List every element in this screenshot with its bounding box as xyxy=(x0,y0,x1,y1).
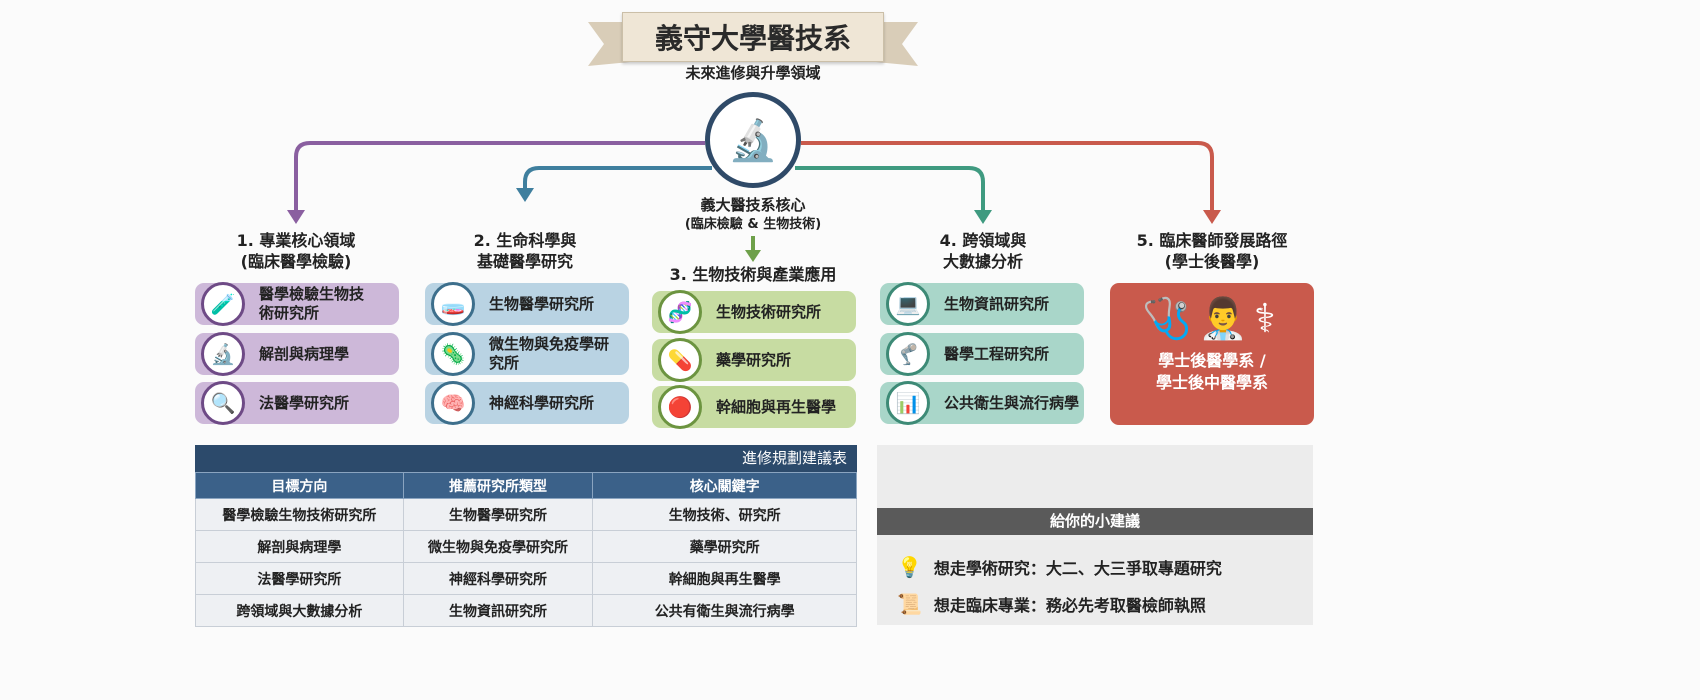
brain-icon: 🧠 xyxy=(431,381,475,425)
table-row: 跨領域與大數據分析生物資訊研究所公共有衛生與流行病學 xyxy=(195,594,857,627)
bioreactor-dna-icon: 🧬 xyxy=(658,290,702,334)
card-forensic[interactable]: 🔍 法醫學研究所 xyxy=(195,381,399,425)
test-tube-icon: 🧪 xyxy=(201,282,245,326)
card-label: 解剖與病理學 xyxy=(259,344,350,363)
card-label: 藥學研究所 xyxy=(716,350,792,369)
card-label: 神經科學研究所 xyxy=(489,393,595,412)
column-header: 目標方向 xyxy=(195,472,404,499)
stethoscope-doctor-caduceus-icon: 🩺👨‍⚕️⚕ xyxy=(1142,296,1282,342)
computer-database-icon: 💻 xyxy=(886,282,930,326)
table-cell: 生物資訊研究所 xyxy=(402,594,594,627)
table-cell: 法醫學研究所 xyxy=(195,562,404,595)
card-microbiology-immunology[interactable]: 🦠 微生物與免疫學研究所 xyxy=(425,332,629,376)
card-public-health[interactable]: 📊 公共衛生與流行病學 xyxy=(880,381,1084,425)
table-caption: 進修規劃建議表 xyxy=(195,445,857,472)
table-cell: 跨領域與大數據分析 xyxy=(195,594,404,627)
table-cell: 公共有衛生與流行病學 xyxy=(592,594,857,627)
card-label: 公共衛生與流行病學 xyxy=(944,393,1080,412)
stem-cell-icon: 🔴 xyxy=(658,385,702,429)
card-label: 醫學工程研究所 xyxy=(944,344,1050,363)
arrow-purple xyxy=(287,210,305,224)
card-label: 生物醫學研究所 xyxy=(489,294,595,313)
card-anatomy-pathology[interactable]: 🔬 解剖與病理學 xyxy=(195,332,399,376)
table-header-row: 目標方向 推薦研究所類型 核心關鍵字 xyxy=(195,472,857,499)
card-label: 醫學檢驗生物技術研究所 xyxy=(259,285,365,322)
column-5-heading: 5. 臨床醫師發展路徑(學士後醫學) xyxy=(1136,231,1288,271)
table-cell: 生物技術、研究所 xyxy=(592,498,857,531)
card-bioinformatics[interactable]: 💻 生物資訊研究所 xyxy=(880,282,1084,326)
tips-title: 給你的小建議 xyxy=(877,508,1313,535)
table-cell: 解剖與病理學 xyxy=(195,530,404,563)
connector-red xyxy=(801,141,1214,212)
card-neuroscience[interactable]: 🧠 神經科學研究所 xyxy=(425,381,629,425)
column-header: 核心關鍵字 xyxy=(592,472,857,499)
card-label: 法醫學研究所 xyxy=(259,393,350,412)
table-cell: 神經科學研究所 xyxy=(402,562,594,595)
column-3-heading: 3. 生物技術與產業應用 xyxy=(669,265,837,284)
microscope-dna-icon: 🔬 xyxy=(705,92,801,188)
card-stem-cell[interactable]: 🔴 幹細胞與再生醫學 xyxy=(652,385,856,429)
table-row: 解剖與病理學微生物與免疫學研究所藥學研究所 xyxy=(195,530,857,563)
medical-device-icon: 🦿 xyxy=(886,332,930,376)
page-title: 義守大學醫技系 xyxy=(622,12,884,62)
card-label: 微生物與免疫學研究所 xyxy=(489,335,610,372)
card-label: 生物資訊研究所 xyxy=(944,294,1050,313)
tip-text: 想走臨床專業：務必先考取醫檢師執照 xyxy=(933,596,1206,615)
column-1-heading: 1. 專業核心領域(臨床醫學檢驗) xyxy=(236,231,356,271)
connector-teal xyxy=(795,166,985,212)
tips-panel: 給你的小建議 💡 想走學術研究：大二、大三爭取專題研究 📜 想走臨床專業：務必先考取… xyxy=(877,445,1313,625)
cell-molecule-icon: 🧫 xyxy=(431,282,475,326)
column-header: 推薦研究所類型 xyxy=(402,472,594,499)
lightbulb-icon: 💡 xyxy=(897,555,922,579)
ribbon xyxy=(876,22,918,66)
table-cell: 生物醫學研究所 xyxy=(402,498,594,531)
card-pharmacy[interactable]: 💊 藥學研究所 xyxy=(652,338,856,382)
certificate-icon: 📜 xyxy=(897,592,922,616)
microscope-icon: 🔬 xyxy=(201,332,245,376)
hub-label-subtitle: (臨床檢驗 & 生物技術) xyxy=(684,217,822,232)
hub-label: 義大醫技系核心 (臨床檢驗 & 生物技術) xyxy=(633,196,873,234)
study-plan-table: 進修規劃建議表 目標方向 推薦研究所類型 核心關鍵字 醫學檢驗生物技術研究所生物… xyxy=(195,445,857,627)
card-biotechnology[interactable]: 🧬 生物技術研究所 xyxy=(652,290,856,334)
arrow-teal xyxy=(974,210,992,224)
tip-item: 💡 想走學術研究：大二、大三爭取專題研究 xyxy=(897,555,1222,579)
tip-item: 📜 想走臨床專業：務必先考取醫檢師執照 xyxy=(897,592,1206,616)
arrow-red xyxy=(1203,210,1221,224)
card-medical-lab-biotech[interactable]: 🧪 醫學檢驗生物技術研究所 xyxy=(195,282,399,326)
tip-text: 想走學術研究：大二、大三爭取專題研究 xyxy=(933,559,1222,578)
card-label: 生物技術研究所 xyxy=(716,302,822,321)
connector-blue xyxy=(523,166,712,190)
virus-antibody-icon: 🦠 xyxy=(431,332,475,376)
table-cell: 幹細胞與再生醫學 xyxy=(592,562,857,595)
arrow-green xyxy=(745,250,761,262)
table-cell: 藥學研究所 xyxy=(592,530,857,563)
card-post-bacc-medicine[interactable]: 🩺👨‍⚕️⚕ 學士後醫學系 /學士後中醫學系 xyxy=(1110,283,1314,425)
card-biomedical[interactable]: 🧫 生物醫學研究所 xyxy=(425,282,629,326)
connector-purple xyxy=(294,141,705,212)
column-2-heading: 2. 生命科學與基礎醫學研究 xyxy=(473,231,577,271)
table-cell: 醫學檢驗生物技術研究所 xyxy=(195,498,404,531)
table-cell: 微生物與免疫學研究所 xyxy=(402,530,594,563)
chart-globe-icon: 📊 xyxy=(886,381,930,425)
hub-label-title: 義大醫技系核心 xyxy=(700,196,806,214)
card-label: 幹細胞與再生醫學 xyxy=(716,397,837,416)
arrow-blue xyxy=(516,188,534,202)
table-row: 法醫學研究所神經科學研究所幹細胞與再生醫學 xyxy=(195,562,857,595)
card-label: 學士後醫學系 /學士後中醫學系 xyxy=(1155,351,1268,392)
page-subtitle: 未來進修與升學領域 xyxy=(685,64,821,82)
medicine-bottle-icon: 💊 xyxy=(658,338,702,382)
table-row: 醫學檢驗生物技術研究所生物醫學研究所生物技術、研究所 xyxy=(195,498,857,531)
column-4-heading: 4. 跨領域與大數據分析 xyxy=(939,231,1027,271)
fingerprint-icon: 🔍 xyxy=(201,381,245,425)
ribbon xyxy=(588,22,630,66)
card-biomedical-engineering[interactable]: 🦿 醫學工程研究所 xyxy=(880,332,1084,376)
